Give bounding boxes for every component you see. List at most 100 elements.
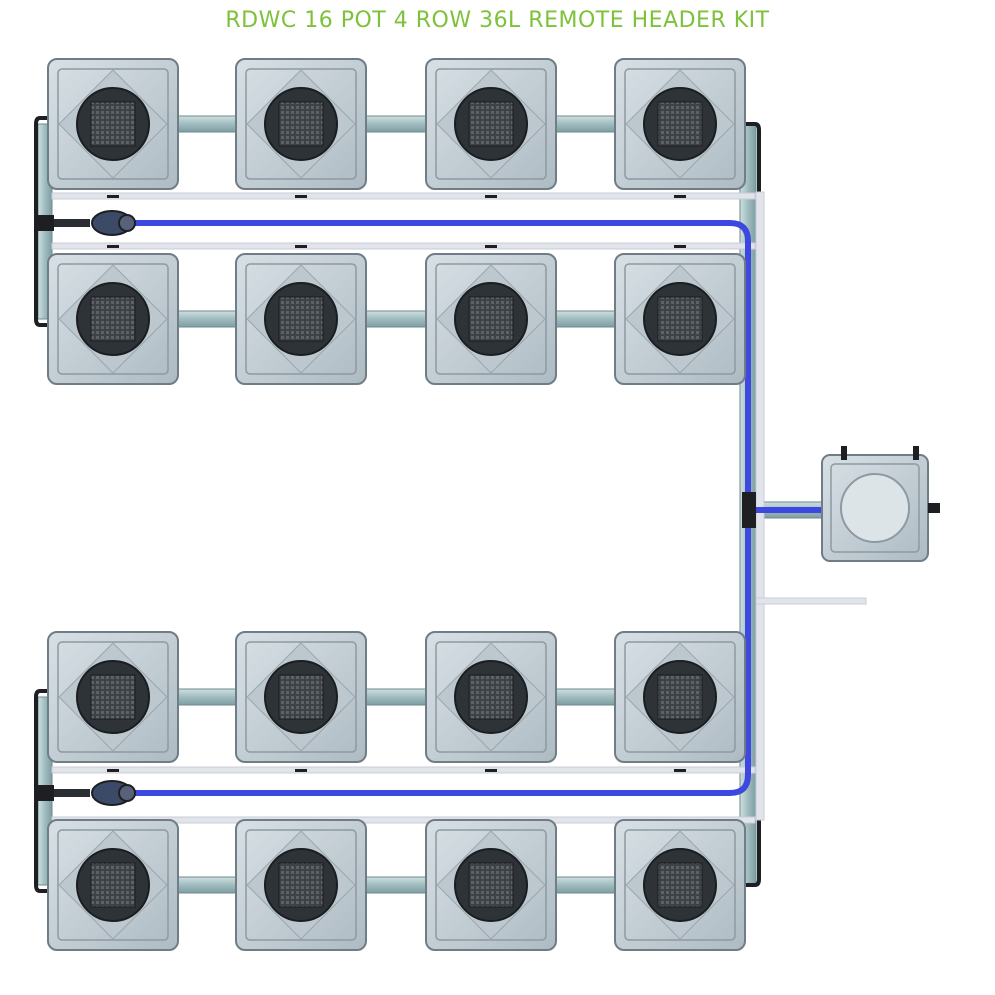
pot-rim <box>624 263 736 375</box>
connector-pipe <box>545 310 626 328</box>
grow-pot-11 <box>425 631 557 763</box>
header-tank-clip <box>841 446 847 460</box>
drain-line <box>755 603 765 821</box>
net-pot-mesh <box>468 674 514 720</box>
connector-pipe <box>545 688 626 706</box>
grow-pot-15 <box>425 819 557 951</box>
drain-line <box>755 597 867 605</box>
grow-pot-4 <box>614 58 746 190</box>
pot-rim <box>435 68 547 180</box>
grow-pot-9 <box>47 631 179 763</box>
pot-grid <box>47 58 746 951</box>
return-hose-bottom <box>130 510 751 796</box>
net-pot-mesh <box>278 862 324 908</box>
header-tank-rim <box>830 463 920 553</box>
net-pot-mesh <box>278 101 324 147</box>
connector-pipe <box>167 310 247 328</box>
pot-rim <box>57 68 169 180</box>
grow-pot-1 <box>47 58 179 190</box>
line-clip <box>485 769 497 772</box>
grow-pot-3 <box>425 58 557 190</box>
drain-line <box>51 242 756 250</box>
net-pot-mesh <box>90 101 136 147</box>
grow-pot-16 <box>614 819 746 951</box>
connector-pipe <box>167 688 247 706</box>
net-pot-mesh <box>90 674 136 720</box>
connector-pipe <box>355 688 437 706</box>
pump-cap <box>118 214 136 232</box>
pot-rim <box>435 641 547 753</box>
tee-fitting <box>36 785 54 801</box>
net-pot-mesh <box>90 296 136 342</box>
pump-cap <box>118 784 136 802</box>
drain-lines <box>51 191 867 824</box>
line-clip <box>674 195 686 198</box>
pot-rim <box>245 641 357 753</box>
line-clip <box>485 195 497 198</box>
grow-pot-6 <box>235 253 367 385</box>
pot-rim <box>57 641 169 753</box>
grow-pot-14 <box>235 819 367 951</box>
pot-rim <box>245 68 357 180</box>
grow-pot-2 <box>235 58 367 190</box>
pot-rim <box>57 263 169 375</box>
net-pot-mesh <box>468 296 514 342</box>
line-clip <box>295 245 307 248</box>
pot-rim <box>245 263 357 375</box>
net-pot-mesh <box>278 674 324 720</box>
header-tank-lid <box>840 473 910 543</box>
header-tank-clip <box>913 446 919 460</box>
net-pot-mesh <box>657 674 703 720</box>
grow-pot-7 <box>425 253 557 385</box>
return-hose-top <box>130 220 830 513</box>
hose-barb <box>54 789 90 797</box>
connector-pipe <box>355 310 437 328</box>
pot-rim <box>245 829 357 941</box>
line-clip <box>107 195 119 198</box>
connector-pipe <box>355 876 437 894</box>
header-tee-fitting <box>742 492 756 528</box>
header-tank <box>821 446 940 562</box>
net-pot-mesh <box>90 862 136 908</box>
net-pot-mesh <box>278 296 324 342</box>
hose-barb <box>54 219 90 227</box>
drain-line <box>755 191 765 603</box>
connector-pipe <box>167 876 247 894</box>
connector-pipe <box>545 876 626 894</box>
line-clip <box>485 245 497 248</box>
drain-line <box>51 766 756 774</box>
line-clip <box>107 245 119 248</box>
pot-rim <box>624 829 736 941</box>
pot-rim <box>624 68 736 180</box>
pot-rim <box>624 641 736 753</box>
tee-fitting <box>36 215 54 231</box>
connector-pipe <box>167 115 247 133</box>
net-pot-mesh <box>657 862 703 908</box>
net-pot-mesh <box>657 296 703 342</box>
pipe-network <box>34 115 827 894</box>
elbow-fitting <box>745 122 761 192</box>
grow-pot-10 <box>235 631 367 763</box>
drain-line <box>51 816 756 824</box>
fittings <box>36 210 756 806</box>
connector-pipe <box>545 115 626 133</box>
line-clip <box>674 769 686 772</box>
net-pot-mesh <box>657 101 703 147</box>
net-pot-mesh <box>468 101 514 147</box>
grow-pot-8 <box>614 253 746 385</box>
pot-rim <box>435 263 547 375</box>
connector-pipe <box>355 115 437 133</box>
return-hoses <box>130 220 830 796</box>
drain-line <box>51 192 756 200</box>
elbow-fitting <box>745 820 761 887</box>
line-clip <box>674 245 686 248</box>
grow-pot-12 <box>614 631 746 763</box>
grow-pot-5 <box>47 253 179 385</box>
line-clip <box>295 769 307 772</box>
line-clip <box>107 769 119 772</box>
line-clip <box>295 195 307 198</box>
pot-rim <box>435 829 547 941</box>
kit-title: RDWC 16 POT 4 ROW 36L REMOTE HEADER KIT <box>225 8 770 33</box>
grow-pot-13 <box>47 819 179 951</box>
